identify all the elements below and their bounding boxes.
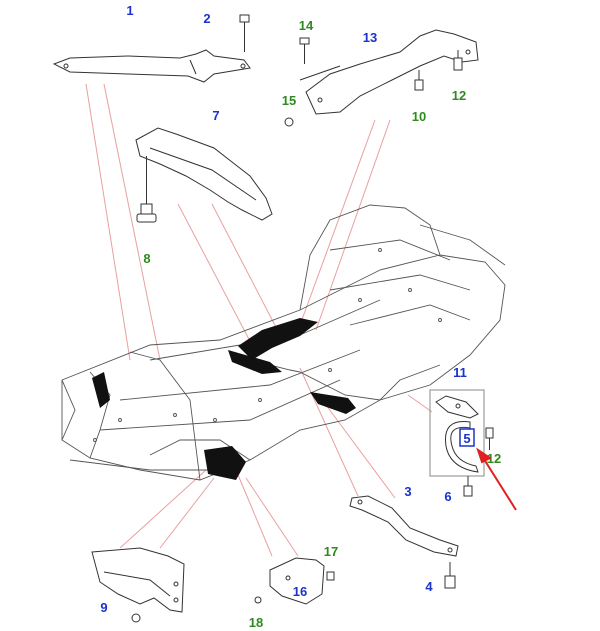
callout-15: 15 bbox=[282, 93, 296, 108]
part-strap-5 bbox=[445, 421, 479, 473]
part-bolts-16 bbox=[254, 571, 335, 604]
callout-14: 14 bbox=[299, 18, 314, 33]
callout-8: 8 bbox=[143, 251, 150, 266]
callout-4: 4 bbox=[425, 579, 433, 594]
part-clip-8 bbox=[136, 156, 157, 223]
callout-17: 17 bbox=[324, 544, 338, 559]
part-strap-3 bbox=[349, 495, 459, 557]
part-bracket-9 bbox=[91, 547, 185, 623]
callout-12-top: 12 bbox=[452, 88, 466, 103]
part-bolt-2 bbox=[239, 14, 250, 52]
callout-1: 1 bbox=[126, 3, 133, 18]
callout-7: 7 bbox=[212, 108, 219, 123]
callout-18: 18 bbox=[249, 615, 263, 630]
callout-12-inset: 12 bbox=[487, 451, 501, 466]
vehicle-body bbox=[61, 204, 506, 481]
callout-11: 11 bbox=[453, 365, 467, 380]
leader-lines bbox=[85, 83, 433, 557]
highlighted-shields bbox=[92, 318, 356, 480]
part-plate-16 bbox=[269, 557, 325, 605]
part-rail bbox=[52, 49, 251, 83]
callout-10: 10 bbox=[412, 109, 426, 124]
part-bolts-13 bbox=[284, 37, 463, 127]
part-bolts-inset bbox=[463, 427, 494, 497]
callout-16: 16 bbox=[293, 584, 307, 599]
callout-5: 5 bbox=[463, 431, 470, 446]
inset-panel bbox=[429, 389, 485, 477]
callout-9: 9 bbox=[100, 600, 107, 615]
callouts: 1 2 3 4 5 6 7 8 9 10 11 12 12 13 14 15 1… bbox=[100, 3, 501, 630]
part-bolt-4 bbox=[444, 562, 456, 589]
part-bracket-13 bbox=[299, 29, 479, 115]
part-shield-7 bbox=[135, 127, 273, 221]
callout-3: 3 bbox=[404, 484, 411, 499]
pointer-arrow bbox=[476, 447, 517, 511]
callout-2: 2 bbox=[203, 11, 210, 26]
callout-13: 13 bbox=[363, 30, 377, 45]
part-bracket-11 bbox=[435, 395, 479, 419]
highlight-box bbox=[459, 428, 475, 447]
callout-6: 6 bbox=[444, 489, 451, 504]
